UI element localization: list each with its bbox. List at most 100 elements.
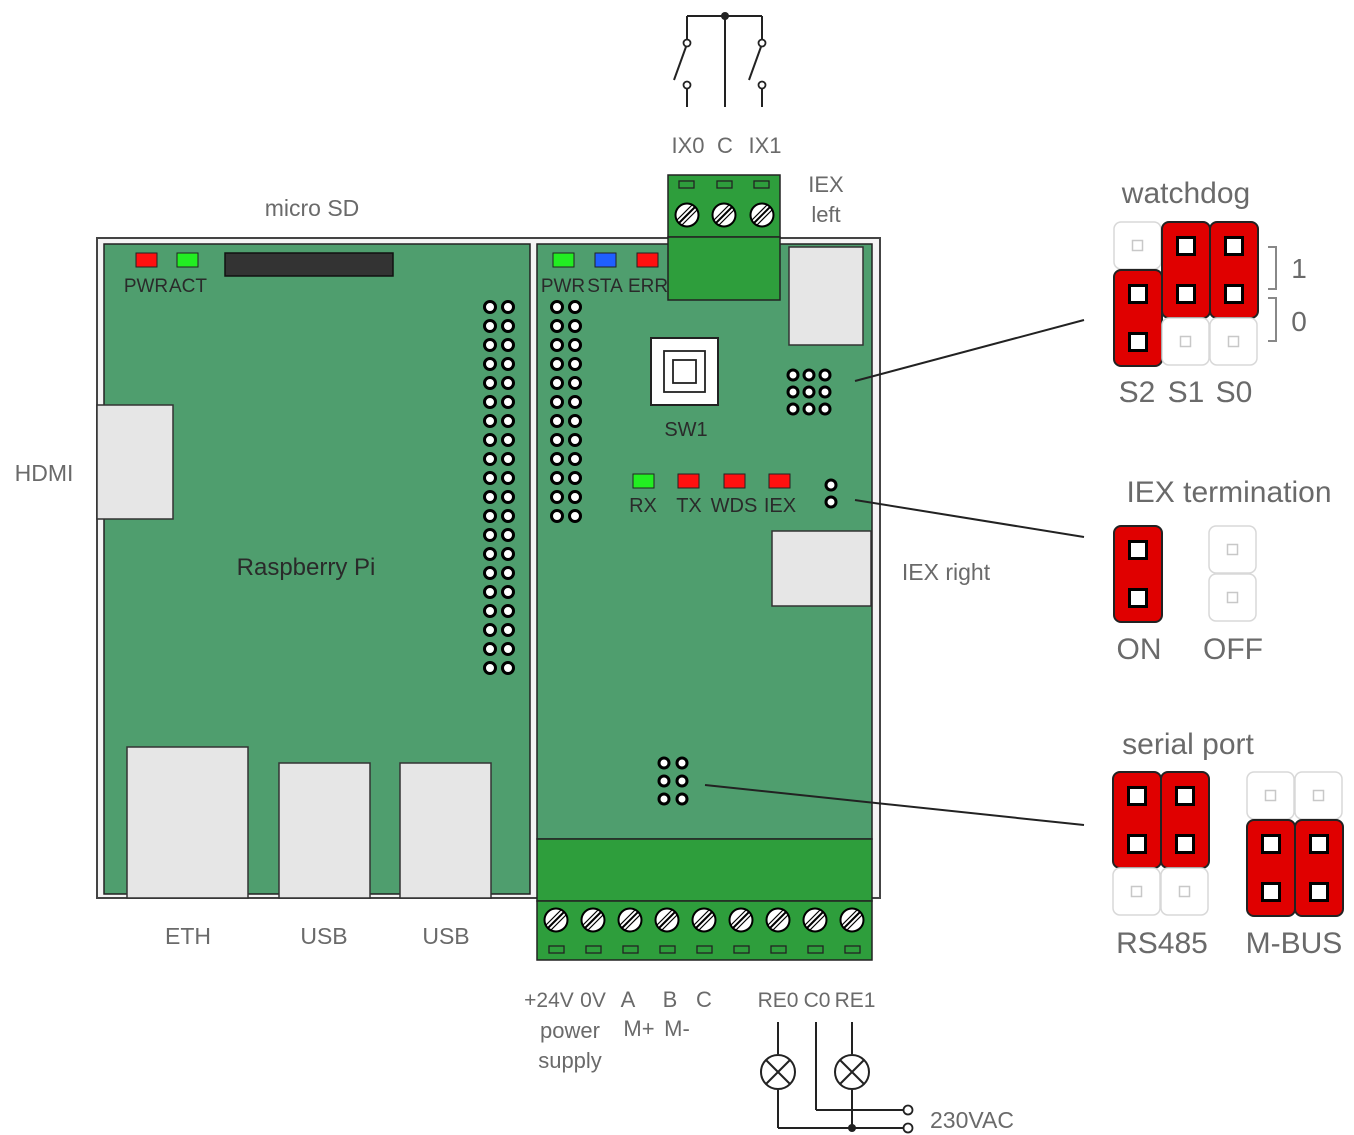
- label-re1: RE1: [835, 989, 876, 1012]
- terminal-slot: [770, 945, 787, 954]
- mod-label-sta: STA: [587, 276, 623, 297]
- mod-label-tx: TX: [676, 495, 702, 517]
- header-pin: [568, 452, 582, 466]
- iex-right-connector: [771, 530, 872, 607]
- header-pin: [483, 547, 497, 561]
- jumper-pin: [1224, 284, 1244, 304]
- header-pin: [568, 509, 582, 523]
- terminal-screw: [839, 907, 865, 933]
- jumper-pin: [1227, 335, 1240, 348]
- header-pin: [550, 300, 564, 314]
- sw1-button: [650, 337, 719, 406]
- mod-led-rx: [632, 473, 655, 489]
- header-pin: [483, 585, 497, 599]
- watchdog-label-1: 1: [1291, 253, 1307, 284]
- label-iex-right: IEX right: [902, 559, 991, 585]
- eth-port: [126, 746, 249, 899]
- jumper-pin: [1264, 789, 1277, 802]
- label-c-bottom: C: [696, 987, 712, 1012]
- terminal-slot: [807, 945, 824, 954]
- jumper-pin: [1226, 543, 1239, 556]
- hdmi-port: [96, 404, 174, 520]
- header-pin: [550, 452, 564, 466]
- label-m-minus: M-: [664, 1016, 690, 1041]
- mod-led-err: [636, 252, 659, 268]
- header-pin: [802, 402, 816, 416]
- jumper-pin: [1309, 882, 1329, 902]
- top-switch-wiring: [673, 15, 763, 107]
- vac-terminal-1: [902, 1104, 914, 1116]
- mod-led-iex: [768, 473, 791, 489]
- header-pin: [568, 319, 582, 333]
- header-pin: [501, 395, 515, 409]
- watchdog-label-s1: S1: [1168, 376, 1205, 409]
- label-hdmi: HDMI: [15, 460, 74, 486]
- header-pin: [501, 547, 515, 561]
- label-b: B: [663, 987, 678, 1012]
- header-pin: [550, 490, 564, 504]
- terminal-screw: [802, 907, 828, 933]
- header-pin: [568, 395, 582, 409]
- jumper-pin: [1175, 834, 1195, 854]
- header-pin: [568, 490, 582, 504]
- lamp-re1-icon: [834, 1054, 870, 1090]
- header-pin: [483, 319, 497, 333]
- header-pin: [483, 490, 497, 504]
- lamp-re0-icon: [760, 1054, 796, 1090]
- header-pin: [501, 338, 515, 352]
- header-pin: [550, 357, 564, 371]
- header-pin: [483, 471, 497, 485]
- jumper-cap: [1294, 819, 1344, 917]
- header-pin: [483, 376, 497, 390]
- header-pin: [483, 604, 497, 618]
- label-usb-1: USB: [300, 923, 347, 949]
- terminal-slot: [622, 945, 639, 954]
- header-pin: [568, 414, 582, 428]
- header-pin: [675, 792, 689, 806]
- rpi-led-pwr: [135, 252, 158, 268]
- header-pin: [818, 368, 832, 382]
- mod-label-wds: WDS: [711, 495, 758, 517]
- header-pin: [818, 402, 832, 416]
- header-pin: [675, 774, 689, 788]
- mod-led-wds: [723, 473, 746, 489]
- header-pin: [550, 395, 564, 409]
- iex-termination-jumpers: [1113, 525, 1257, 623]
- header-pin: [657, 792, 671, 806]
- header-pin: [568, 357, 582, 371]
- terminal-screw: [617, 907, 643, 933]
- jumper-pin: [1127, 786, 1147, 806]
- label-ix1: IX1: [748, 133, 781, 158]
- terminal-slot: [696, 945, 713, 954]
- jumper-pin: [1224, 236, 1244, 256]
- header-pin: [824, 478, 838, 492]
- top-terminal-block: [667, 174, 781, 238]
- header-pin: [501, 509, 515, 523]
- relay-junction: [848, 1124, 856, 1132]
- jumper-pin: [1226, 591, 1239, 604]
- header-pin: [568, 376, 582, 390]
- label-0v: 0V: [580, 989, 606, 1012]
- top-terminal-base: [667, 236, 781, 301]
- header-pin: [483, 300, 497, 314]
- header-pin: [501, 319, 515, 333]
- terminal-slot: [585, 945, 602, 954]
- terminal-screw: [765, 907, 791, 933]
- header-pin: [483, 338, 497, 352]
- iex-termination-pins: [824, 478, 838, 509]
- label-m-plus: M+: [623, 1016, 654, 1041]
- label-iex-left-1: IEX: [808, 172, 844, 197]
- serial-jumper-pins: [657, 756, 689, 806]
- iex-left-connector: [788, 246, 864, 346]
- jumper-pin: [1179, 335, 1192, 348]
- terminal-screw: [580, 907, 606, 933]
- header-pin: [568, 338, 582, 352]
- mod-label-err: ERR: [628, 276, 668, 297]
- header-pin: [568, 471, 582, 485]
- iex-termination-title: IEX termination: [1126, 476, 1331, 509]
- header-pin: [550, 509, 564, 523]
- header-pin: [550, 433, 564, 447]
- serial-label-mbus: M-BUS: [1246, 927, 1343, 960]
- switch-junction: [721, 12, 729, 20]
- header-pin: [501, 585, 515, 599]
